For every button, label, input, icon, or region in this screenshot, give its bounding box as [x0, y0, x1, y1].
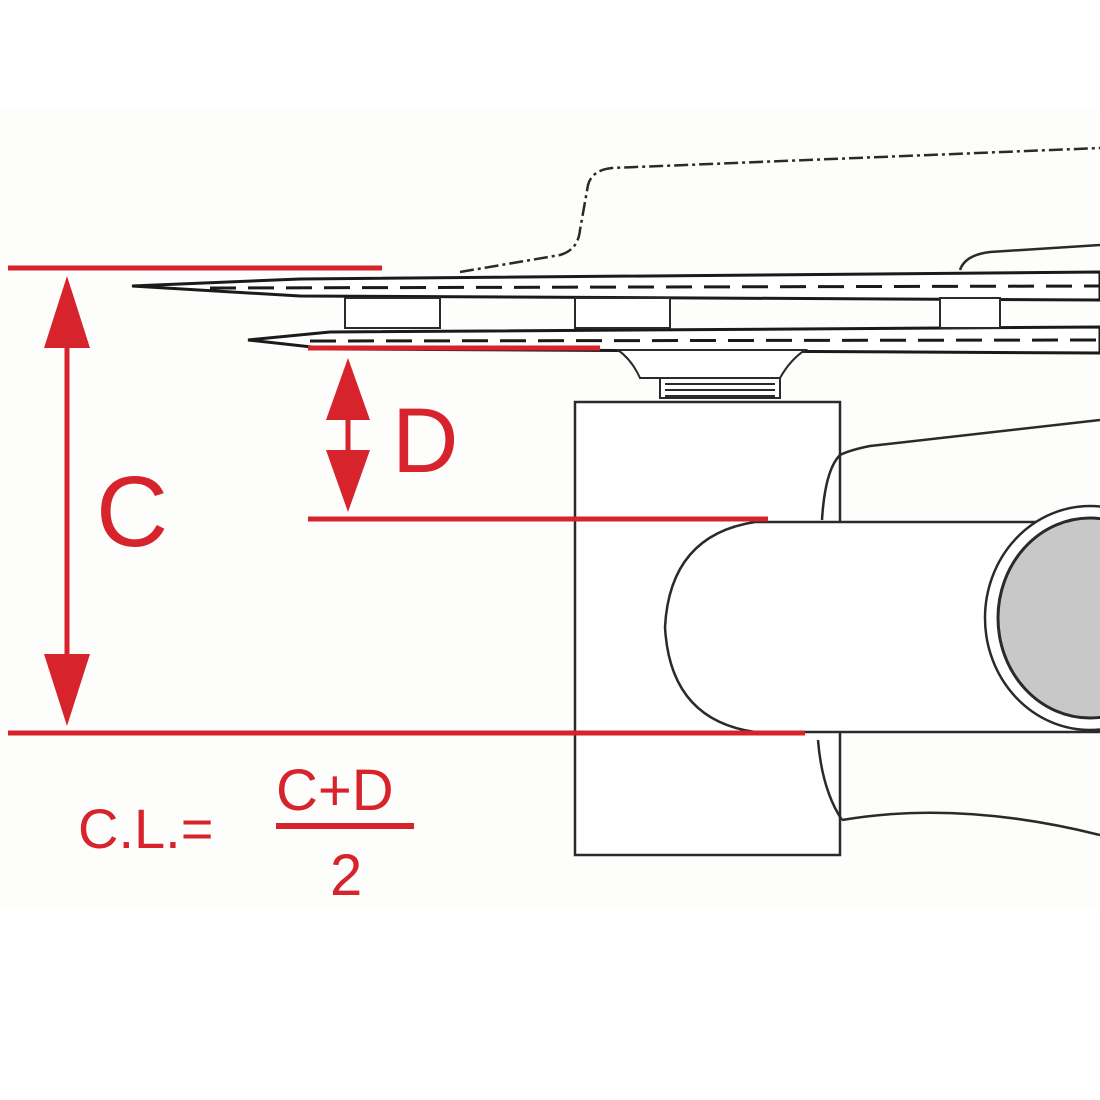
background-band	[0, 110, 1100, 910]
formula-denominator: 2	[330, 843, 362, 908]
c-arrow-head-up	[44, 276, 90, 348]
axle	[983, 504, 1100, 732]
formula-numerator: C+D	[276, 758, 394, 823]
crank-arm	[663, 520, 1100, 734]
chainstay-right-bump	[958, 243, 1100, 271]
down-tube-bottom	[841, 811, 1100, 837]
d-dimension-arrow	[326, 358, 370, 512]
down-tube-top	[839, 418, 1100, 457]
d-arrow-head-up	[326, 358, 370, 420]
c-arrow-head-down	[44, 654, 90, 726]
chainring-spacers	[344, 297, 1001, 329]
chainline-formula: C.L.= C+D 2	[78, 758, 414, 908]
label-d: D	[392, 390, 458, 492]
formula-prefix: C.L.=	[78, 797, 213, 860]
chainring-outer	[131, 270, 1100, 302]
tube-upper-left	[820, 454, 841, 521]
frame-outline	[459, 146, 1100, 274]
label-c: C	[96, 456, 168, 568]
tube-lower-left	[816, 739, 844, 821]
d-arrow-head-down	[326, 450, 370, 512]
c-dimension-arrow	[44, 276, 90, 726]
dimension-lines	[8, 265, 805, 736]
frame-tubes	[816, 418, 1100, 837]
chainstay-top	[459, 146, 1100, 274]
bb-threads	[614, 349, 809, 399]
